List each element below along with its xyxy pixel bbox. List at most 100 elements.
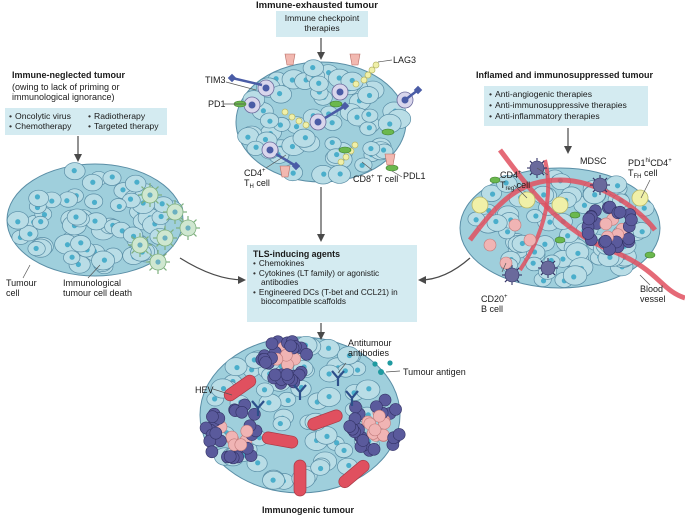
tumour-cell-nucleus [266,400,272,406]
dying-cell-nucleus [172,209,178,215]
tumour-cell-nucleus [127,196,134,202]
mdsc-spike [541,172,545,176]
therapy-anti-inflammatory: Anti-inflammatory therapies [489,111,643,122]
b-cell [268,368,282,382]
tumour-cell-nucleus [34,194,41,200]
b-cell [223,450,237,463]
tumour-cell-nucleus [27,231,33,237]
cd8-sup: + [371,174,375,180]
treg-cell [518,191,536,209]
tumour-cell-nucleus [78,240,84,246]
cd20-text: CD20 [481,294,505,304]
tumour-cell-nucleus [277,420,283,427]
tumour-cell-nucleus [547,219,553,225]
tumour-cell-nucleus [607,254,613,260]
label-antitumour-antibodies: Antitumour antibodies [348,338,392,358]
tumour-cell-nucleus [316,80,322,86]
tfh-t-text: T [628,168,634,178]
treg-sup: + [518,170,522,176]
tumour-cell-nucleus [368,145,374,152]
tumour-cell-nucleus [571,274,577,280]
tumour-cell-nucleus [267,118,273,124]
tumour-cell-nucleus [346,462,352,469]
tumour-cell-nucleus [15,219,21,225]
b-cell [300,347,313,361]
lag3-bead [302,121,310,129]
tumour-cell-nucleus [261,387,268,393]
b-cell [280,368,294,381]
lag3-bead [360,76,368,84]
dying-cell-spike [149,253,153,257]
b-cell [235,405,249,419]
immune-cells-right [471,158,656,285]
tumour-cell-nucleus [341,447,347,454]
tumour-cell-nucleus [116,203,122,210]
tumour-cell-nucleus [387,121,393,127]
tumour-cell-line-2: cell [6,288,20,298]
tfh-plus-sup: + [668,158,672,164]
tfh-hi-sup: hi [645,158,651,164]
therapy-oncolytic-virus: Oncolytic virus [9,111,71,121]
mdsc-spike [529,160,533,164]
tim3-head [291,161,301,171]
tumour-cell-nucleus [614,183,621,189]
pdl1-ligand [349,53,361,66]
tumour-cell-nucleus [366,386,372,392]
tumour-cell-nucleus [159,201,165,207]
cd20-b-cell [523,233,537,247]
antibody [251,400,265,416]
therapy-anti-angiogenic: Anti-angiogenic therapies [489,89,643,100]
tim3-receptor [231,76,263,87]
tfh-cd4-text: CD4 [650,158,669,168]
t-cell-nucleus [262,84,270,92]
mdsc-spike [541,160,545,164]
tumour-cell-nucleus [71,168,77,174]
tumour-cell-nucleus [473,217,479,223]
high-endothelial-venules [223,374,370,497]
germinal-b-cell [368,423,382,437]
mdsc-spike [552,272,556,276]
dying-cell-spike [141,200,145,204]
b-cell [378,393,392,407]
tumour-cell-nucleus [101,257,108,263]
tumour-cell-nucleus [530,260,536,266]
b-cell [284,339,297,353]
immune-checkpoint-therapy-box: Immune checkpoint therapies [276,11,368,37]
tumour-cell-nucleus [321,171,327,177]
pd1-receptor [338,146,352,154]
tumour-cell-nucleus [91,199,98,205]
tumour-cell-nucleus [270,477,276,483]
cd20-sup: + [504,294,508,300]
mdsc-spike [592,189,596,193]
pd1-receptor [385,164,399,172]
pdl1-ligand [284,53,296,66]
b-cell [622,232,636,246]
lag3-bead [351,141,359,149]
death-line-1: Immunological [63,278,122,288]
mdsc-spike [604,189,608,193]
cd8-rest: T cell [374,174,399,184]
dying-cell-spike [179,219,183,223]
tumour-cell-nucleus [329,120,335,126]
therapy-chemotherapy: Chemotherapy [9,121,71,131]
tls-title: TLS-inducing agents [253,249,340,259]
germinal-b-cell [373,409,386,423]
therapy-radiotherapy: Radiotherapy [88,111,145,121]
antibody [345,390,359,406]
hev-vessel [293,459,307,497]
label-tfh-cell: PD1hiCD4+ TFH cell [628,156,672,182]
b-cell [599,234,612,248]
dying-cell-spike [149,267,153,271]
vessel-line-1: Blood [640,284,664,294]
tumour-cell-nucleus [276,90,283,97]
tumour-cell-nucleus [310,64,316,71]
mdsc-spike [552,260,556,264]
b-cell [206,410,219,423]
tumour-cell-nucleus [120,187,126,193]
hev-vessel [223,374,257,402]
treg-cell [471,196,489,214]
mdsc-spike [516,267,520,271]
tfh-pd1-text: PD1 [628,158,646,168]
tumour-cell-nucleus [346,352,352,359]
tls-inducing-agents-box: TLS-inducing agents Chemokines Cytokines… [247,245,417,322]
